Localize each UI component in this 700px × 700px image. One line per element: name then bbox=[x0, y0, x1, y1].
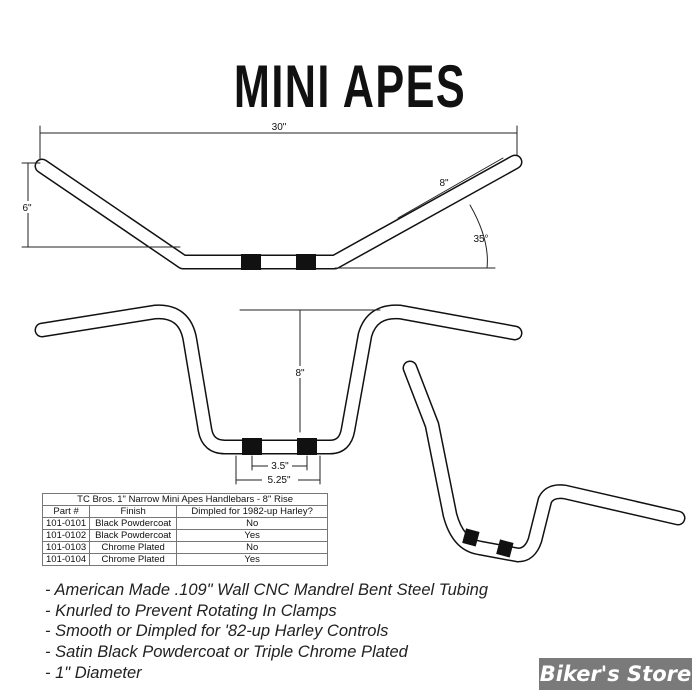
cell: Yes bbox=[176, 529, 329, 542]
rise-dimension: 8" bbox=[295, 368, 305, 379]
page-title: MINI APES bbox=[233, 53, 467, 120]
grip-dimension: 8" bbox=[439, 178, 449, 189]
cell: Yes bbox=[176, 553, 329, 566]
feature-item: - American Made .109" Wall CNC Mandrel B… bbox=[45, 581, 488, 599]
cell: 101-0101 bbox=[41, 517, 91, 530]
spec-table: TC Bros. 1" Narrow Mini Apes Handlebars … bbox=[41, 493, 329, 566]
width-dimension: 30" bbox=[272, 122, 287, 133]
knurl bbox=[297, 438, 317, 455]
header-dimpled: Dimpled for 1982-up Harley? bbox=[176, 505, 329, 518]
perspective-view-bar bbox=[402, 360, 686, 563]
watermark-logo: Biker's Store bbox=[539, 658, 692, 690]
knurl bbox=[242, 438, 262, 455]
inner-dimension: 3.5" bbox=[271, 461, 289, 472]
knurl bbox=[296, 254, 316, 270]
feature-item: - 1" Diameter bbox=[45, 663, 142, 682]
cell: Chrome Plated bbox=[89, 553, 178, 566]
table-header: Part # Finish Dimpled for 1982-up Harley… bbox=[41, 505, 329, 518]
cell: 101-0102 bbox=[41, 529, 91, 542]
feature-item: - Smooth or Dimpled for '82-up Harley Co… bbox=[45, 622, 389, 641]
cell: Black Powdercoat bbox=[89, 517, 178, 530]
cell: Black Powdercoat bbox=[89, 529, 178, 542]
rear-view-bar bbox=[34, 304, 523, 455]
top-rise-dimension: 6" bbox=[22, 203, 32, 214]
feature-item: - Satin Black Powdercoat or Triple Chrom… bbox=[45, 643, 408, 662]
outer-dimension: 5.25" bbox=[267, 475, 290, 486]
header-finish: Finish bbox=[89, 505, 178, 518]
cell: 101-0103 bbox=[41, 541, 91, 554]
cell: Chrome Plated bbox=[89, 541, 178, 554]
angle-dimension: 35° bbox=[473, 234, 488, 245]
cell: 101-0104 bbox=[41, 553, 91, 566]
table-caption: TC Bros. 1" Narrow Mini Apes Handlebars … bbox=[41, 493, 329, 506]
feature-item: - Knurled to Prevent Rotating In Clamps bbox=[45, 601, 337, 620]
cell: No bbox=[176, 541, 329, 554]
cell: No bbox=[176, 517, 329, 530]
feature-list: - American Made .109" Wall CNC Mandrel B… bbox=[45, 580, 488, 684]
header-part: Part # bbox=[41, 505, 91, 518]
knurl bbox=[241, 254, 261, 270]
